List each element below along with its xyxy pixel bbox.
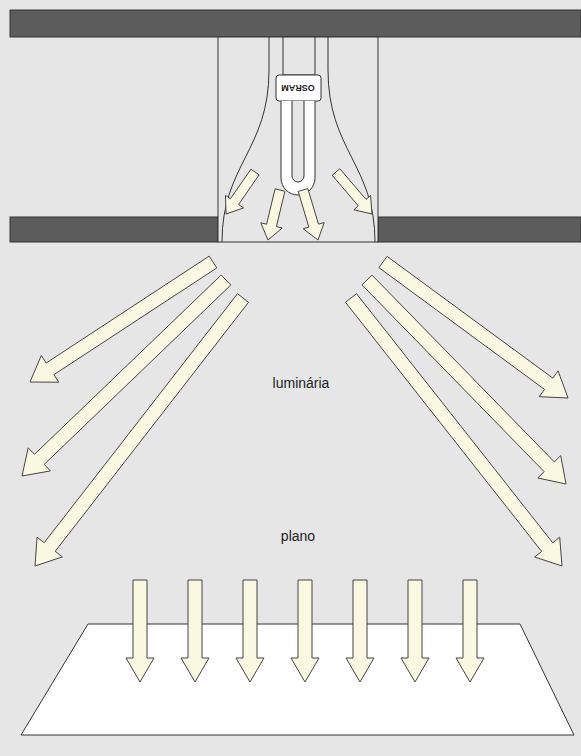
light-ray-arrow xyxy=(226,169,260,214)
lamp-tube xyxy=(281,101,315,195)
light-ray-arrow xyxy=(181,580,209,682)
light-ray-arrow xyxy=(35,294,249,566)
ceiling-slab xyxy=(10,217,218,242)
part-name: luminária xyxy=(273,375,330,391)
light-ray-arrow xyxy=(298,189,324,240)
lamp-brand: OSRAM xyxy=(281,83,315,93)
light-ray-arrow xyxy=(456,580,484,682)
lamp-base xyxy=(276,75,321,101)
light-ray-arrow xyxy=(332,169,372,214)
light-ray-arrow xyxy=(291,580,319,682)
light-ray-arrow xyxy=(401,580,429,682)
reflector xyxy=(328,37,375,242)
light-ray-arrow xyxy=(346,294,563,566)
light-ray-arrow xyxy=(261,189,285,240)
ceiling-slab xyxy=(378,217,581,242)
lamp-socket xyxy=(283,37,315,75)
ceiling-top xyxy=(10,10,581,37)
part-name: plano xyxy=(281,528,315,544)
luminaire-housing xyxy=(218,37,378,242)
light-ray-arrow xyxy=(346,580,374,682)
light-ray-arrow xyxy=(126,580,154,682)
reflector xyxy=(222,37,269,242)
light-ray-arrow xyxy=(236,580,264,682)
lamp-tube xyxy=(292,101,304,182)
